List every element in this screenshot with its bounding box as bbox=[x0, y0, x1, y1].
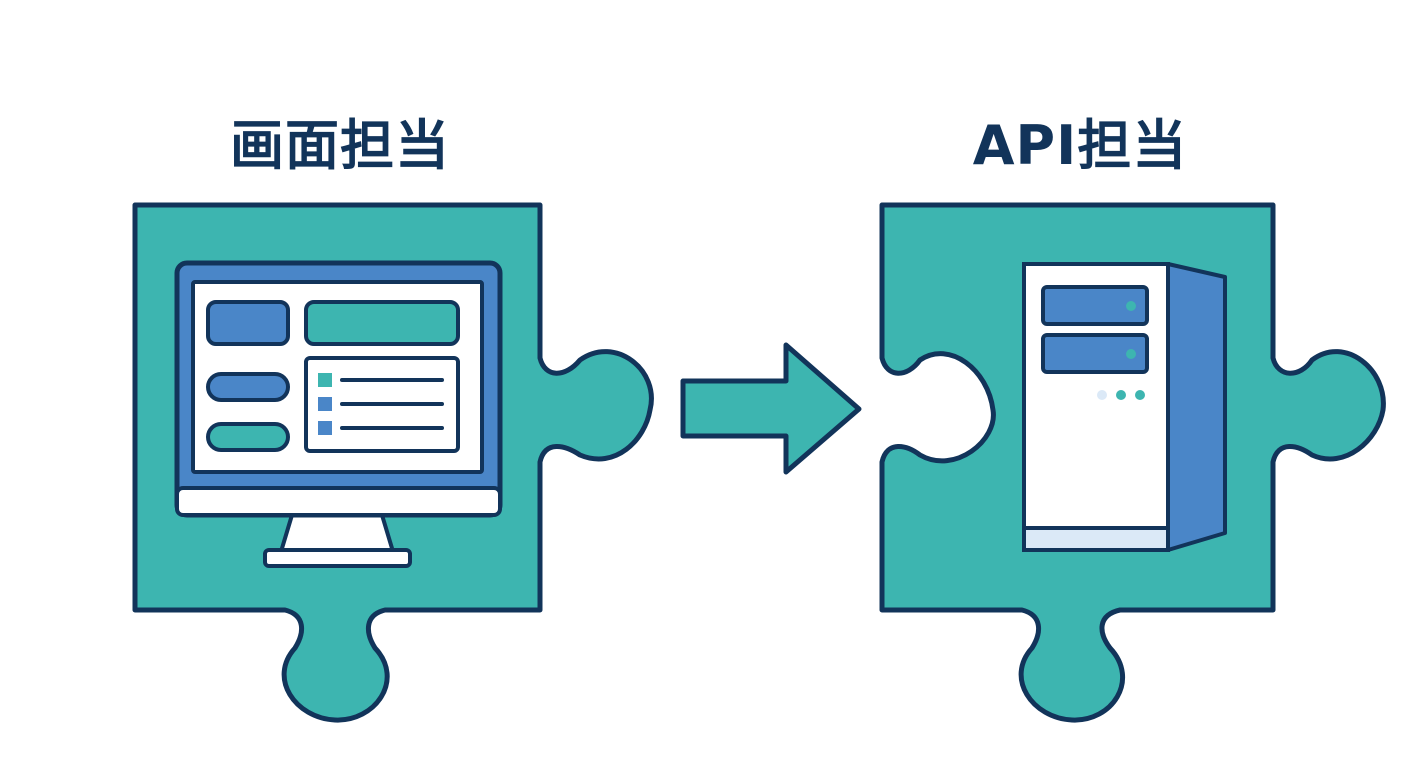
ui-block bbox=[206, 300, 290, 346]
list-bullet bbox=[318, 421, 332, 435]
monitor-icon bbox=[174, 260, 503, 568]
api-label: API担当 bbox=[972, 113, 1188, 177]
ui-pill bbox=[206, 422, 290, 452]
status-light bbox=[1126, 301, 1136, 311]
server-icon bbox=[1022, 262, 1227, 552]
arrow-right-icon bbox=[680, 342, 862, 475]
ui-block bbox=[304, 300, 460, 346]
drive-bay bbox=[1041, 333, 1149, 374]
status-light bbox=[1126, 349, 1136, 359]
list-bullet bbox=[318, 397, 332, 411]
status-light bbox=[1135, 390, 1145, 400]
drive-bay bbox=[1041, 285, 1149, 326]
status-light bbox=[1097, 390, 1107, 400]
status-light bbox=[1116, 390, 1126, 400]
list-bullet bbox=[318, 373, 332, 387]
ui-pill bbox=[206, 372, 290, 402]
frontend-label: 画面担当 bbox=[230, 113, 450, 177]
